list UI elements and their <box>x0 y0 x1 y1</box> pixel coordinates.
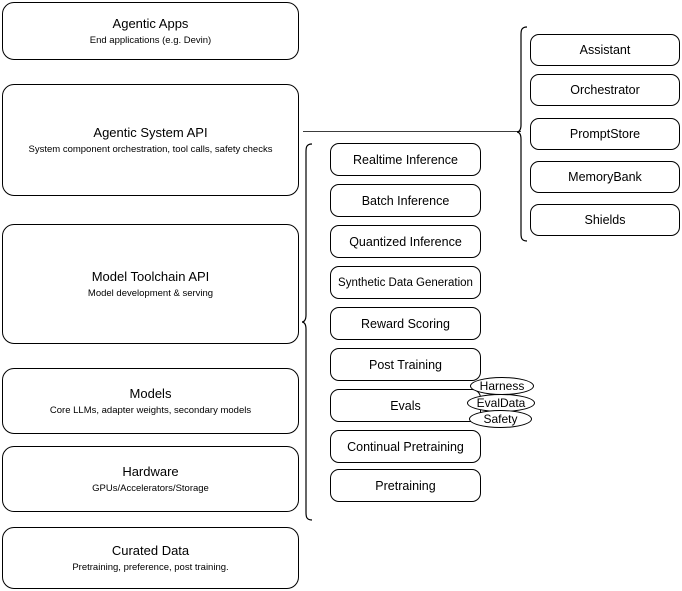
agentic-system-api-connector <box>303 131 521 132</box>
chip-label: PromptStore <box>569 127 641 141</box>
layer-hardware[interactable]: Hardware GPUs/Accelerators/Storage <box>2 446 299 512</box>
chip-label: Reward Scoring <box>361 316 450 331</box>
layer-models[interactable]: Models Core LLMs, adapter weights, secon… <box>2 368 299 434</box>
pill-safety[interactable]: Safety <box>469 410 532 428</box>
layer-title: Hardware <box>122 463 179 479</box>
pill-label: EvalData <box>476 396 526 410</box>
chip-label: Realtime Inference <box>353 152 458 167</box>
layer-agentic-system-api[interactable]: Agentic System API System component orch… <box>2 84 299 196</box>
layer-agentic-apps[interactable]: Agentic Apps End applications (e.g. Devi… <box>2 2 299 60</box>
chip-memorybank[interactable]: MemoryBank <box>530 161 680 193</box>
chip-label: Shields <box>584 213 626 227</box>
chip-quantized-inference[interactable]: Quantized Inference <box>330 225 481 258</box>
chip-label: Pretraining <box>375 478 436 493</box>
chip-label: Synthetic Data Generation <box>338 276 473 289</box>
chip-post-training[interactable]: Post Training <box>330 348 481 381</box>
chip-shields[interactable]: Shields <box>530 204 680 236</box>
chip-evals[interactable]: Evals <box>330 389 481 422</box>
layer-curated-data[interactable]: Curated Data Pretraining, preference, po… <box>2 527 299 589</box>
chip-label: Post Training <box>369 357 442 372</box>
layer-subtitle: Core LLMs, adapter weights, secondary mo… <box>49 404 252 416</box>
layer-title: Curated Data <box>111 542 190 558</box>
layer-model-toolchain-api[interactable]: Model Toolchain API Model development & … <box>2 224 299 344</box>
chip-continual-pretraining[interactable]: Continual Pretraining <box>330 430 481 463</box>
layer-title: Agentic Apps <box>112 15 189 31</box>
model-toolchain-brace <box>301 143 313 521</box>
chip-label: Orchestrator <box>570 83 640 97</box>
chip-label: MemoryBank <box>568 170 642 184</box>
layer-subtitle: GPUs/Accelerators/Storage <box>92 482 209 494</box>
pill-harness[interactable]: Harness <box>470 377 534 395</box>
layer-title: Model Toolchain API <box>91 268 210 284</box>
chip-batch-inference[interactable]: Batch Inference <box>330 184 481 217</box>
layer-subtitle: Model development & serving <box>87 287 214 299</box>
chip-label: Continual Pretraining <box>347 439 464 454</box>
chip-label: Quantized Inference <box>349 234 462 249</box>
chip-assistant[interactable]: Assistant <box>530 34 680 66</box>
chip-label: Batch Inference <box>361 193 450 208</box>
chip-reward-scoring[interactable]: Reward Scoring <box>330 307 481 340</box>
layer-subtitle: End applications (e.g. Devin) <box>89 34 212 46</box>
chip-orchestrator[interactable]: Orchestrator <box>530 74 680 106</box>
pill-label: Harness <box>479 379 525 393</box>
agentic-system-brace <box>516 26 528 242</box>
chip-label: Assistant <box>579 43 631 57</box>
layer-title: Models <box>129 385 172 401</box>
chip-promptstore[interactable]: PromptStore <box>530 118 680 150</box>
pill-label: Safety <box>483 412 518 426</box>
chip-synthetic-data-generation[interactable]: Synthetic Data Generation <box>330 266 481 299</box>
chip-label: Evals <box>390 398 421 413</box>
chip-realtime-inference[interactable]: Realtime Inference <box>330 143 481 176</box>
layer-title: Agentic System API <box>93 124 208 140</box>
chip-pretraining[interactable]: Pretraining <box>330 469 481 502</box>
layer-subtitle: System component orchestration, tool cal… <box>28 143 273 155</box>
layer-subtitle: Pretraining, preference, post training. <box>72 561 229 573</box>
